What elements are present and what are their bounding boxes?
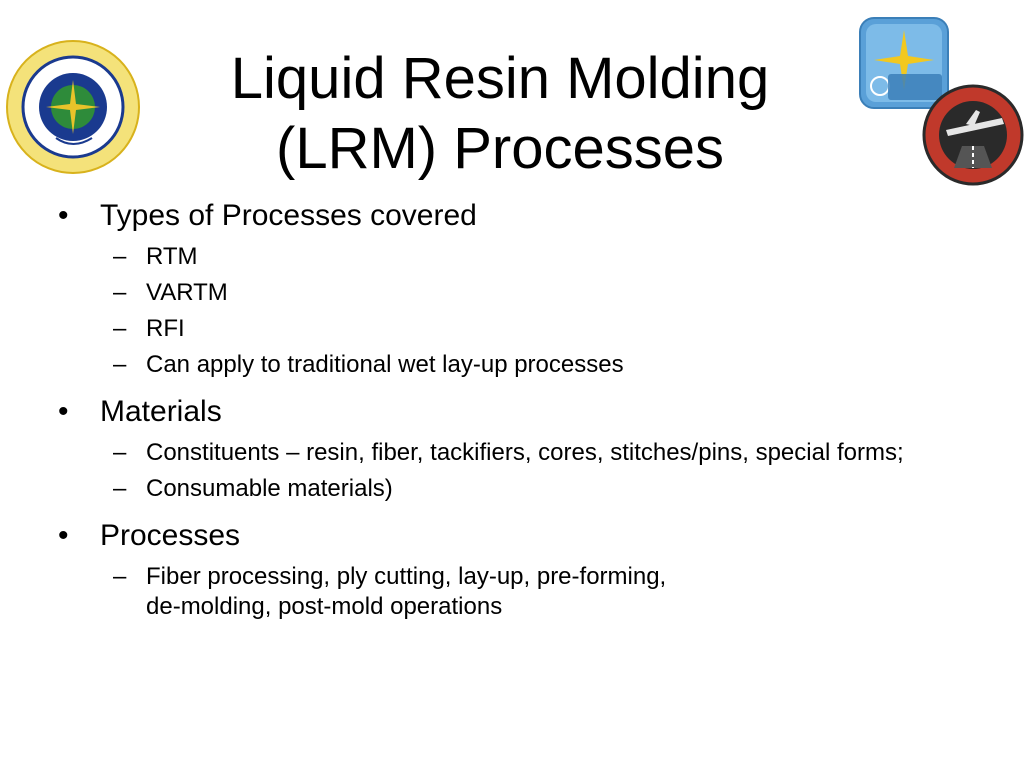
sub-bullet-text: VARTM — [146, 279, 228, 306]
faa-seal-logo — [4, 38, 142, 176]
bullet-block-types: • Types of Processes covered – RTM – VAR… — [58, 196, 978, 380]
dash-glyph: – — [113, 439, 127, 466]
dash-glyph: – — [113, 243, 127, 270]
bullet-item: • Processes — [58, 516, 978, 556]
sub-bullet-text: Constituents – resin, fiber, tackifiers,… — [146, 439, 904, 466]
bullet-glyph: • — [58, 395, 69, 428]
sub-bullet-item: – RFI — [58, 314, 978, 344]
sub-bullet-text: RTM — [146, 243, 198, 270]
bullet-block-processes: • Processes – Fiber processing, ply cutt… — [58, 516, 978, 622]
sub-bullet-item: – RTM — [58, 242, 978, 272]
faa-technical-center-logo — [858, 16, 950, 110]
technical-center-graphic — [859, 17, 949, 109]
sub-bullet-text: Consumable materials) — [146, 475, 393, 502]
bullet-text: Materials — [100, 395, 222, 428]
slide-body: • Types of Processes covered – RTM – VAR… — [58, 196, 978, 634]
sub-bullet-item: – Consumable materials) — [58, 474, 978, 504]
sub-bullet-item: – Constituents – resin, fiber, tackifier… — [58, 438, 978, 468]
title-line-1: Liquid Resin Molding — [230, 46, 770, 111]
sub-bullet-item: – Fiber processing, ply cutting, lay-up,… — [58, 562, 706, 622]
bullet-item: • Materials — [58, 392, 978, 432]
dash-glyph: – — [113, 315, 127, 342]
dash-glyph: – — [113, 351, 127, 378]
dash-glyph: – — [113, 563, 127, 590]
sub-bullet-list: – RTM – VARTM – RFI – Can apply to tradi… — [58, 242, 978, 380]
dash-glyph: – — [113, 279, 127, 306]
slide-title: Liquid Resin Molding (LRM) Processes — [180, 44, 820, 184]
bullet-glyph: • — [58, 199, 69, 232]
sub-bullet-text: RFI — [146, 315, 185, 342]
bullet-item: • Types of Processes covered — [58, 196, 978, 236]
sub-bullet-text: Can apply to traditional wet lay-up proc… — [146, 351, 624, 378]
sub-bullet-list: – Constituents – resin, fiber, tackifier… — [58, 438, 978, 504]
sub-bullet-list: – Fiber processing, ply cutting, lay-up,… — [58, 562, 978, 622]
sub-bullet-text: Fiber processing, ply cutting, lay-up, p… — [146, 563, 667, 620]
bullet-block-materials: • Materials – Constituents – resin, fibe… — [58, 392, 978, 504]
sub-bullet-item: – VARTM — [58, 278, 978, 308]
sub-bullet-item: – Can apply to traditional wet lay-up pr… — [58, 350, 978, 380]
rd-division-graphic — [922, 84, 1024, 186]
faa-seal-graphic — [6, 40, 140, 174]
rd-division-logo — [922, 84, 1024, 186]
bullet-text: Types of Processes covered — [100, 199, 477, 232]
bullet-glyph: • — [58, 519, 69, 552]
bullet-text: Processes — [100, 519, 241, 552]
dash-glyph: – — [113, 475, 127, 502]
title-line-2: (LRM) Processes — [276, 116, 724, 181]
